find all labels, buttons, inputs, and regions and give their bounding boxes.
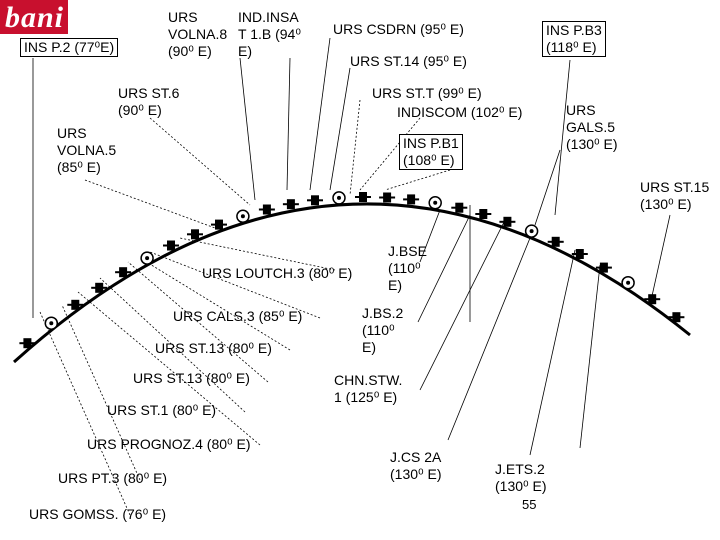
satellite-icon: [140, 251, 154, 265]
leader-line: [84, 179, 216, 229]
leader-line: [309, 37, 331, 191]
satellite-icon: [499, 216, 516, 227]
label-urs-st6: URS ST.6 (90⁰ E): [118, 85, 180, 118]
leader-line: [99, 277, 246, 413]
satellite-icon: [451, 202, 468, 213]
label-urs-cals3: URS CALS.3 (85⁰ E): [173, 308, 303, 324]
satellite-icon: [67, 299, 84, 310]
satellite-icon: [19, 338, 36, 349]
label-urs-volna8: URS VOLNA.8 (90⁰ E): [168, 9, 228, 59]
label-urs-st14: URS ST.14 (95⁰ E): [350, 53, 467, 69]
label-urs-st13-a: URS ST.13 (80⁰ E): [155, 340, 272, 356]
label-urs-csdrn: URS CSDRN (95⁰ E): [333, 21, 464, 37]
satellite-icon: [307, 195, 323, 206]
leader-line: [139, 257, 291, 351]
bani-logo: bani: [0, 0, 68, 34]
leader-line: [529, 249, 576, 456]
satellite-icon: [355, 192, 371, 202]
label-urs-loutch3: URS LOUTCH.3 (80⁰ E): [202, 265, 353, 281]
satellite-icon: [163, 240, 179, 251]
satellite-icon: [258, 204, 275, 215]
label-urs-st1: URS ST.1 (80⁰ E): [107, 402, 217, 418]
satellite-icon: [621, 275, 635, 290]
leader-line: [554, 59, 571, 216]
leader-lines: [32, 37, 671, 516]
satellite-icon: [524, 224, 539, 238]
label-urs-gals5: URS GALS.5 (130⁰ E): [566, 102, 618, 152]
satellite-icon: [571, 249, 588, 259]
leader-line: [349, 99, 361, 196]
satellite-icon: [44, 316, 59, 330]
label-j-bs2: J.BS.2 (110⁰ E): [362, 305, 404, 355]
leader-line: [419, 209, 441, 263]
leader-line: [447, 237, 531, 441]
label-urs-gomss: URS GOMSS. (76⁰ E): [29, 506, 167, 522]
label-urs-stt: URS ST.T (99⁰ E): [372, 85, 482, 101]
satellite-icon: [236, 209, 250, 224]
leader-line: [61, 304, 141, 481]
label-ins-pb3: INS P.B3 (118⁰ E): [542, 21, 606, 57]
leader-line: [579, 264, 601, 449]
satellite-icon: [211, 219, 227, 230]
label-urs-st13-b: URS ST.13 (80⁰ E): [133, 370, 250, 386]
logo-text: bani: [5, 1, 65, 34]
label-ins-pb1: INS P.B1 (108⁰ E): [399, 134, 463, 170]
satellite-icon: [403, 194, 420, 205]
satellite-icon: [428, 196, 442, 210]
satellite-icon: [379, 192, 396, 203]
label-ins-p2: INS P.2 (77⁰E): [20, 38, 119, 57]
satellite-icon: [91, 282, 108, 293]
label-urs-volna5: URS VOLNA.5 (85⁰ E): [57, 125, 117, 175]
satellite-markers: [19, 191, 685, 349]
leader-line: [239, 57, 256, 201]
satellite-icon: [187, 229, 203, 240]
label-j-cs2a: J.CS 2A (130⁰ E): [390, 449, 442, 482]
leader-line: [149, 117, 251, 206]
leader-line: [127, 261, 269, 383]
leader-line: [534, 149, 561, 226]
label-chn-stw1: CHN.STW. 1 (125⁰ E): [334, 372, 403, 405]
leader-line: [419, 219, 506, 391]
satellite-icon: [595, 262, 612, 273]
satellite-icon: [644, 294, 661, 305]
satellite-icon: [332, 191, 346, 205]
label-urs-prognoz4: URS PROGNOZ.4 (80⁰ E): [87, 436, 251, 452]
label-urs-st15: URS ST.15 (130⁰ E): [640, 179, 710, 212]
leader-line: [417, 214, 471, 323]
leader-line: [649, 214, 671, 306]
label-j-bse: J.BSE (110⁰ E): [388, 243, 427, 293]
label-ind-insat1b: IND.INSA T 1.B (94⁰ E): [238, 9, 301, 59]
satellite-icon: [282, 199, 299, 210]
satellite-icon: [547, 236, 564, 247]
leader-line: [329, 67, 351, 191]
label-indiscom: INDISCOM (102⁰ E): [397, 104, 523, 120]
leader-line: [286, 57, 291, 191]
geostationary-arc: [12, 202, 691, 364]
label-j-ets2: J.ETS.2 (130⁰ E): [495, 461, 547, 494]
satellite-icon: [115, 267, 132, 278]
leader-line: [39, 311, 131, 516]
satellite-icon: [668, 312, 685, 323]
label-urs-pt3: URS PT.3 (80⁰ E): [58, 470, 168, 486]
satellite-icon: [475, 209, 492, 219]
page-number: 55: [522, 497, 537, 512]
leader-line: [384, 169, 451, 191]
